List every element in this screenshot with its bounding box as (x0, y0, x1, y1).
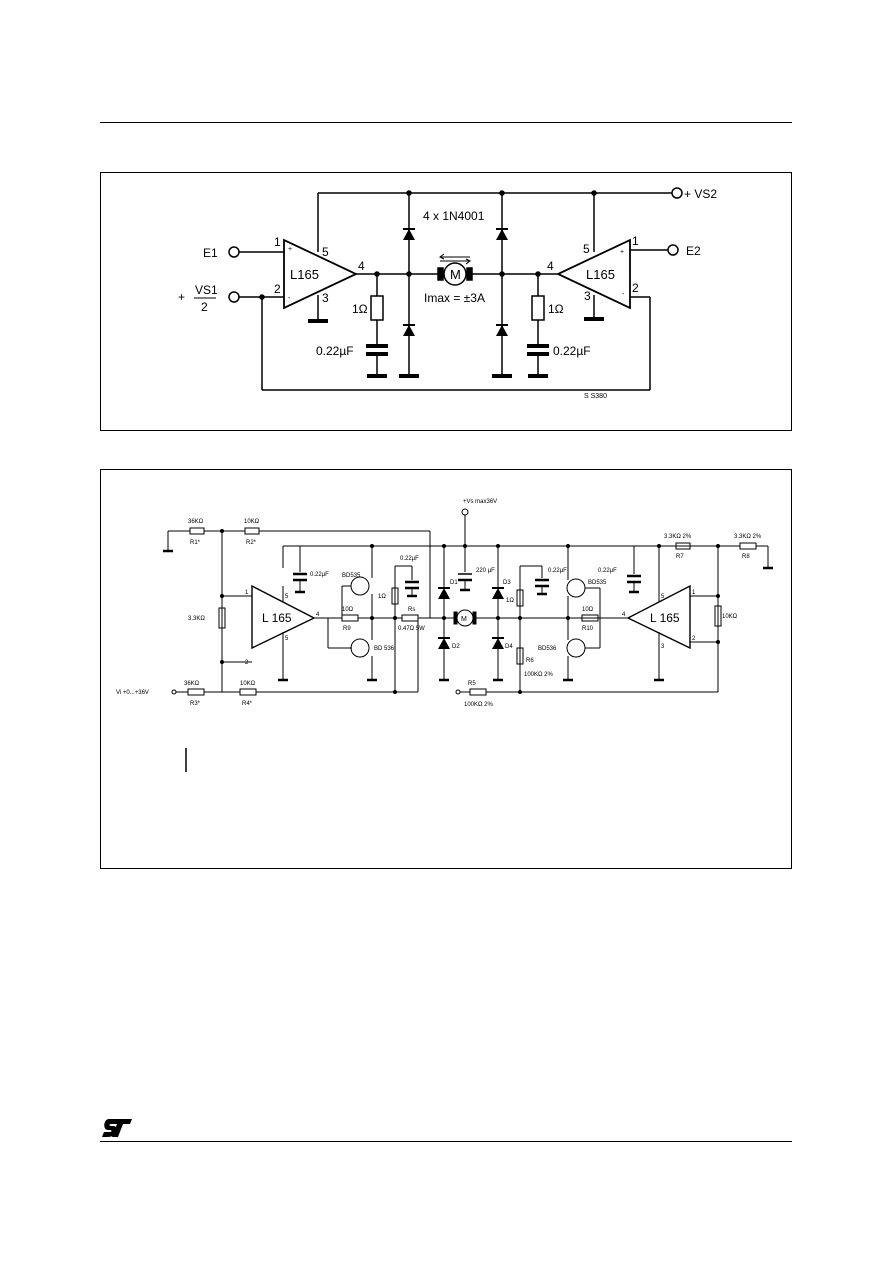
fig2-r5-value: 100KΩ 2% (464, 702, 494, 708)
fig1-amp-right-pin4: 4 (547, 259, 554, 273)
fig2-supply-label: +Vs max36V (463, 499, 497, 505)
fig2-r7-name: R7 (676, 554, 684, 560)
fig1-diodes-label: 4 x 1N4001 (423, 209, 485, 223)
fig2-r9-value: 10Ω (342, 607, 354, 613)
fig1-amp-left-pin1: 1 (274, 235, 281, 249)
fig2-q-npn-left: BD535 (342, 573, 361, 579)
fig1-amp-left-plus: + (288, 246, 292, 253)
fig2-d3: D3 (503, 580, 511, 586)
fig2-r7-value: 3.3KΩ 2% (664, 534, 692, 540)
fig1-amp-left-pin3: 3 (322, 291, 329, 305)
fig2-r8-value: 3.3KΩ 2% (734, 534, 762, 540)
fig2-r5-name: R5 (468, 681, 476, 687)
fig2-left-pin2: 2 (245, 660, 249, 666)
fig2-input-label: Vi +0...+36V (116, 690, 149, 696)
fig1-amp-right-plus: + (620, 249, 624, 256)
fig2-r-one-right: 1Ω (506, 598, 514, 604)
fig2-q-pnp-left: BD 536 (374, 646, 395, 652)
fig1-amp-left-label: L165 (290, 267, 319, 282)
fig1-amp-left-pin5: 5 (322, 245, 329, 259)
fig1-amp-right-pin1: 1 (632, 234, 639, 248)
fig2-cap-a: 0.22µF (310, 572, 329, 578)
fig2-r-fb-left: 3.3KΩ (188, 616, 205, 622)
fig1-amp-left-pin4: 4 (358, 259, 365, 273)
fig2-r9-name: R9 (343, 626, 351, 632)
fig1-r-right-label: 1Ω (548, 302, 564, 316)
fig2-right-pin5: 5 (661, 594, 665, 600)
fig2-right-pin2: 2 (692, 636, 696, 642)
fig2-rs-value: 0.47Ω 5W (398, 626, 425, 632)
fig1-r-left-label: 1Ω (352, 302, 368, 316)
fig2-rs-name: Rs (408, 607, 415, 613)
fig1-e1-label: E1 (203, 246, 218, 260)
fig2-right-pin1: 1 (692, 590, 696, 596)
fig2-r2-name: R2* (246, 540, 257, 546)
fig2-r10-value: 10Ω (582, 607, 594, 613)
fig1-amp-right-pin3: 3 (584, 289, 591, 303)
fig2-r4-value: 10KΩ (240, 681, 256, 687)
fig2-r3-name: R3* (190, 701, 201, 707)
st-logo (102, 1119, 132, 1137)
header-rule (100, 122, 792, 123)
fig2-left-pin1: 1 (245, 590, 249, 596)
fig2-r6-value: 100KΩ 2% (524, 672, 554, 678)
fig1-supply-label: + VS2 (684, 187, 717, 201)
fig1-amp-left-pin2: 2 (274, 282, 281, 296)
fig2-cap-c: 0.22µF (548, 568, 567, 574)
figure1-frame (100, 172, 792, 431)
fig2-amp-left-label: L 165 (262, 611, 292, 625)
fig2-r-one-left: 1Ω (378, 594, 386, 600)
figure1-schematic (228, 187, 683, 391)
fig1-e2-label: E2 (686, 244, 701, 258)
fig2-q-pnp-right: BD536 (538, 646, 557, 652)
fig1-amp-right-minus: - (622, 291, 625, 298)
fig2-left-pin5b: 5 (285, 636, 289, 642)
fig1-vs-denominator: 2 (201, 300, 208, 314)
fig2-left-pin4: 4 (316, 612, 320, 618)
fig2-right-pin4: 4 (622, 612, 626, 618)
fig2-r1-name: R1* (190, 540, 201, 546)
fig2-r2-value: 10KΩ (244, 519, 260, 525)
fig1-vs-sign: + (178, 290, 185, 304)
fig2-q-npn-right: BD535 (588, 580, 607, 586)
fig2-amp-right-label: L 165 (650, 611, 680, 625)
fig1-amp-left-minus: - (288, 295, 291, 302)
fig2-cap-d: 0.22µF (598, 568, 617, 574)
fig2-d1: D1 (450, 580, 458, 586)
fig2-r10-name: R10 (582, 626, 594, 632)
fig2-r1-value: 36KΩ (188, 519, 204, 525)
fig2-right-pin3: 3 (661, 644, 665, 650)
fig1-amp-right-label: L165 (586, 267, 615, 282)
fig2-motor: M (461, 616, 467, 623)
fig2-r6-name: R6 (526, 658, 534, 664)
fig1-amp-right-pin2: 2 (632, 281, 639, 295)
fig2-cap-b: 0.22µF (400, 556, 419, 562)
fig2-elcap: 220 µF (476, 568, 495, 574)
fig1-amp-right-pin5: 5 (583, 242, 590, 256)
fig2-r3-value: 36KΩ (184, 681, 200, 687)
fig2-d4: D4 (505, 644, 513, 650)
fig2-r8-name: R8 (742, 554, 750, 560)
figure2-frame (100, 469, 792, 869)
fig1-figure-code: S S380 (584, 393, 607, 400)
fig2-r-fb-right: 10KΩ (722, 614, 738, 620)
fig1-vs-numerator: VS1 (195, 283, 218, 297)
fig2-left-pin5a: 5 (285, 594, 289, 600)
fig1-cap-right-label: 0.22µF (553, 344, 591, 358)
fig2-d2: D2 (452, 644, 460, 650)
figure2-schematic (163, 508, 773, 772)
fig1-motor-label: M (450, 267, 461, 282)
fig1-cap-left-label: 0.22µF (316, 344, 354, 358)
footer-rule (100, 1141, 792, 1142)
fig1-current-label: Imax = ±3A (424, 291, 485, 305)
fig2-r4-name: R4* (242, 701, 253, 707)
